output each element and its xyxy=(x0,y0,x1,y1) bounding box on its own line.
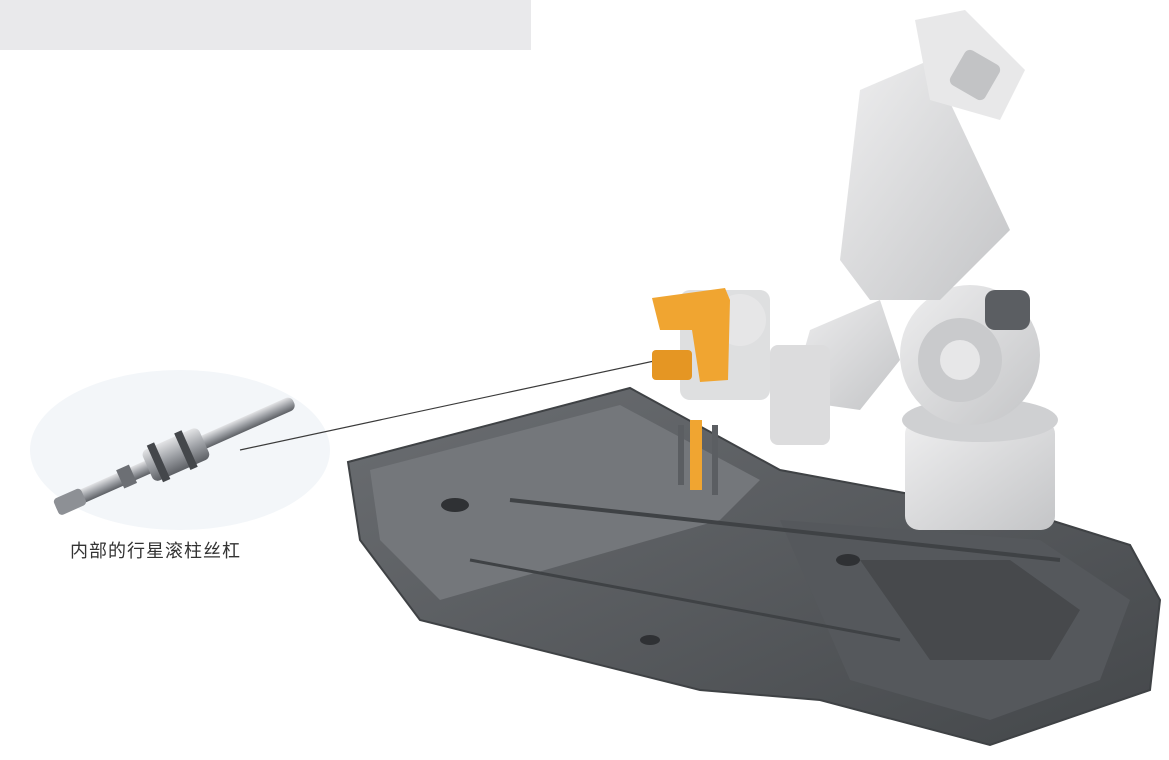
callout-leader-line xyxy=(239,354,683,451)
robot-arm-image xyxy=(652,10,1058,530)
screw-caption: 内部的行星滚柱丝杠 xyxy=(70,541,241,562)
car-floor-chassis-image xyxy=(346,386,1162,747)
top-header-band xyxy=(0,0,531,50)
planetary-roller-screw-image xyxy=(30,370,330,530)
